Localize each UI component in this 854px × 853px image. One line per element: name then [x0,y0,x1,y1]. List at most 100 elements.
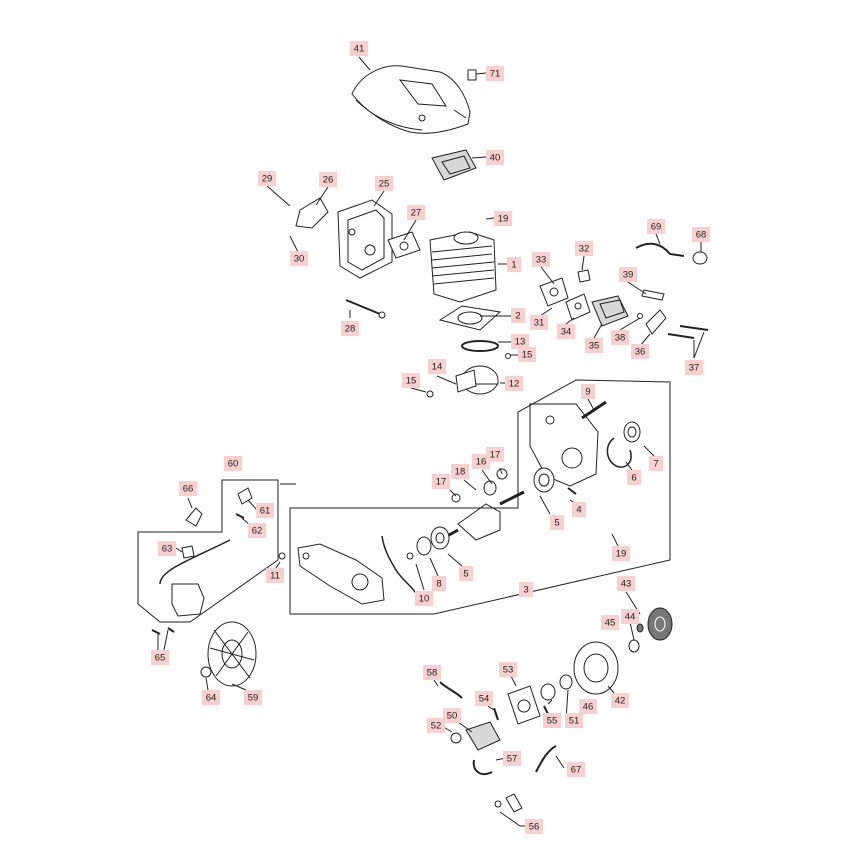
svg-text:37: 37 [689,363,700,374]
svg-text:40: 40 [490,153,501,164]
label-38: 38 [611,330,629,345]
crankcase-left-part [297,543,385,605]
bearing-left-part [430,526,450,550]
label-12: 12 [505,376,523,391]
svg-text:18: 18 [455,467,466,478]
svg-text:19: 19 [498,214,509,225]
svg-text:71: 71 [490,69,501,80]
svg-text:6: 6 [631,473,636,484]
label-17-right: 17 [486,447,504,462]
label-56: 56 [525,819,543,834]
svg-text:10: 10 [419,594,430,605]
svg-text:41: 41 [354,44,365,55]
clutch-part [647,607,673,641]
label-71: 71 [486,66,504,81]
muffler-gasket-part [387,231,421,259]
svg-text:59: 59 [248,693,259,704]
label-30: 30 [290,251,308,266]
label-15-right: 15 [518,347,536,362]
label-46: 46 [579,699,597,714]
svg-text:14: 14 [432,362,443,373]
svg-text:36: 36 [635,347,646,358]
svg-text:13: 13 [515,337,526,348]
label-60: 60 [224,456,242,471]
flywheel-nut-part [200,666,212,678]
oil-hose-part [439,681,557,776]
oil-pump-cover-part [507,685,541,725]
label-53: 53 [499,662,517,677]
oil-pump-wire-part [381,535,419,597]
label-34: 34 [557,324,575,339]
svg-text:32: 32 [579,244,590,255]
bearing-right-part [533,467,555,493]
label-28: 28 [341,321,359,336]
oil-pump-worm-part [540,683,556,701]
label-50: 50 [443,708,461,723]
svg-text:12: 12 [509,379,520,390]
leader-lines [157,56,705,827]
svg-text:29: 29 [262,174,273,185]
group-box-outlines [137,379,671,623]
svg-text:56: 56 [529,822,540,833]
label-66: 66 [179,481,197,496]
label-14: 14 [428,359,446,374]
label-36: 36 [631,344,649,359]
washer-part [628,639,640,653]
svg-text:30: 30 [294,254,305,265]
svg-text:55: 55 [547,716,558,727]
short-circuit-wire-part [235,487,253,519]
crankcase-right-part [529,403,599,487]
svg-text:2: 2 [515,311,520,322]
svg-text:68: 68 [696,230,707,241]
svg-text:25: 25 [379,179,390,190]
svg-text:5: 5 [463,569,468,580]
svg-text:69: 69 [651,222,662,233]
svg-text:31: 31 [534,318,545,329]
coil-screws-part [151,627,175,635]
svg-text:7: 7 [653,459,658,470]
label-61: 61 [256,503,274,518]
label-40: 40 [486,150,504,165]
svg-text:28: 28 [345,324,356,335]
label-8: 8 [432,576,446,591]
svg-text:4: 4 [576,505,581,516]
svg-text:61: 61 [260,506,271,517]
svg-text:63: 63 [162,544,173,555]
label-44: 44 [621,609,639,624]
svg-text:33: 33 [536,255,547,266]
o-ring-part [461,340,499,352]
label-39: 39 [619,267,637,282]
label-42: 42 [611,693,629,708]
label-63: 63 [158,541,176,556]
svg-text:66: 66 [183,484,194,495]
pump-screws-part [493,705,549,721]
rubber-cap-part [577,269,591,283]
top-cover-part [351,65,471,134]
clutch-nut-part [636,623,644,633]
label-5-right: 5 [550,515,564,530]
oil-pump-part [465,721,501,751]
label-37: 37 [685,360,703,375]
carb-adapter-part [565,293,591,321]
svg-text:52: 52 [431,721,442,732]
label-5-left: 5 [459,566,473,581]
svg-text:50: 50 [447,711,458,722]
svg-text:27: 27 [411,208,422,219]
label-55: 55 [543,713,561,728]
svg-text:11: 11 [270,571,280,582]
label-59: 59 [244,690,262,705]
svg-text:9: 9 [585,387,590,398]
svg-text:46: 46 [583,702,594,713]
crankshaft-part [439,468,525,542]
label-11: 11 [266,568,284,583]
svg-text:1: 1 [511,260,516,271]
label-58: 58 [423,665,441,680]
throttle-linkage-part [637,309,709,339]
long-screw-part [345,299,386,319]
svg-text:65: 65 [155,653,166,664]
svg-text:17: 17 [436,477,447,488]
svg-text:43: 43 [621,579,632,590]
svg-text:67: 67 [571,765,582,776]
